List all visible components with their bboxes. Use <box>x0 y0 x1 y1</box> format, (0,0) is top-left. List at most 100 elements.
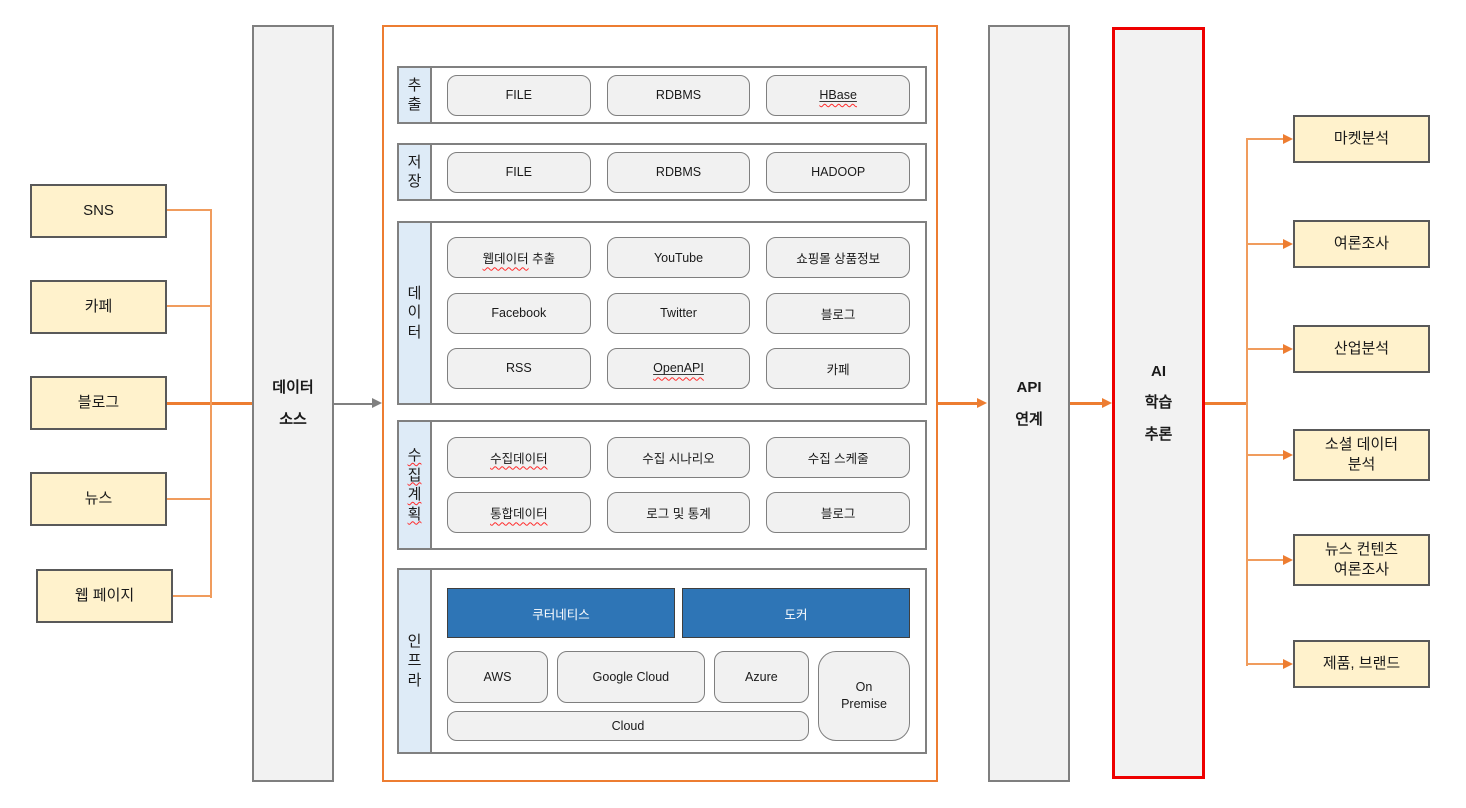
section-collection-plan: 수 집 계 획 수집데이터 수집 시나리오 수집 스케줄 통합데이터 로그 및 … <box>397 420 927 550</box>
chip-shopping-product-info: 쇼핑몰 상품정보 <box>766 237 911 279</box>
source-box-cafe: 카페 <box>30 280 167 334</box>
arrowhead-output-3 <box>1283 343 1293 354</box>
chip-label: 수집 스케줄 <box>807 451 869 466</box>
box-label: 쿠터네티스 <box>532 607 590 622</box>
connector-right-trunk <box>1246 138 1248 666</box>
arrowhead-output-1 <box>1283 133 1293 144</box>
arrow-line-api-ai <box>1070 402 1103 405</box>
chip-rdbms-extract: RDBMS <box>606 74 751 116</box>
section-label-extract: 추 출 <box>399 68 432 122</box>
chip-label: Google Cloud <box>592 670 670 684</box>
chip-label: On Premise <box>841 679 887 712</box>
chip-label: 수집데이터 <box>490 451 548 466</box>
section-extract: 추 출 FILE RDBMS HBase <box>397 66 927 124</box>
section-label-infra: 인 프 라 <box>399 570 432 752</box>
chip-rdbms-store: RDBMS <box>606 151 751 193</box>
section-label-collection-plan: 수 집 계 획 <box>399 422 432 548</box>
chip-cafe-data: 카페 <box>766 347 911 389</box>
arrowhead-output-2 <box>1283 238 1293 249</box>
chip-label: AWS <box>483 670 512 684</box>
connector-output-6 <box>1248 663 1283 665</box>
chip-file-store: FILE <box>447 151 591 193</box>
chip-label: RDBMS <box>655 88 702 102</box>
chip-label: FILE <box>505 88 533 102</box>
arrowhead-output-4 <box>1283 449 1293 460</box>
arrowhead-output-5 <box>1283 554 1293 565</box>
arrow-line-datasource-pipeline <box>334 402 374 405</box>
chip-label: RDBMS <box>655 165 702 179</box>
connector-cafe <box>167 305 211 307</box>
chip-label: Cloud <box>611 719 645 733</box>
box-kubernetes: 쿠터네티스 <box>447 588 675 638</box>
box-docker: 도커 <box>682 588 910 638</box>
arrow-line-pipeline-api <box>938 402 978 405</box>
output-product-brand: 제품, 브랜드 <box>1293 640 1430 688</box>
box-label: 도커 <box>784 607 808 622</box>
section-label-data: 데 이 터 <box>399 223 432 403</box>
output-industry-analysis: 산업분석 <box>1293 325 1430 373</box>
chip-label: Twitter <box>660 306 697 320</box>
chip-label: Facebook <box>491 306 547 320</box>
chip-collect-data: 수집데이터 <box>447 436 591 478</box>
chip-facebook: Facebook <box>447 292 591 334</box>
chip-label: Azure <box>745 670 778 684</box>
chip-google-cloud: Google Cloud <box>557 651 705 703</box>
chip-web-data-extract: 웹데이터 추출 <box>447 237 591 279</box>
chip-label: YouTube <box>653 250 704 265</box>
chip-label: FILE <box>505 165 533 179</box>
chip-label: HADOOP <box>811 165 866 179</box>
chip-collect-scenario: 수집 시나리오 <box>606 436 751 478</box>
section-data: 데 이 터 웹데이터 추출 YouTube 쇼핑몰 상품정보 Facebook … <box>397 221 927 405</box>
source-box-sns: SNS <box>30 184 167 238</box>
output-market-analysis: 마켓분석 <box>1293 115 1430 163</box>
connector-output-1 <box>1248 138 1283 140</box>
connector-output-4 <box>1248 454 1283 456</box>
arrowhead-api-ai <box>1102 398 1112 408</box>
chip-file-extract: FILE <box>447 74 591 116</box>
chip-log-stats: 로그 및 통계 <box>606 492 751 534</box>
chip-twitter: Twitter <box>606 292 751 334</box>
chip-collect-schedule: 수집 스케줄 <box>766 436 911 478</box>
pillar-data-source: 데이터 소스 <box>252 25 334 782</box>
chip-azure: Azure <box>713 651 809 703</box>
section-store: 저 장 FILE RDBMS HADOOP <box>397 143 927 201</box>
connector-output-5 <box>1248 559 1283 561</box>
chip-label: 블로그 <box>820 307 856 322</box>
chip-label: 블로그 <box>820 507 856 522</box>
section-infra: 인 프 라 쿠터네티스 도커 AWS Google Cloud Azure Cl… <box>397 568 927 754</box>
output-opinion-poll: 여론조사 <box>1293 220 1430 268</box>
arrowhead-pipeline-api <box>977 398 987 408</box>
section-label-store: 저 장 <box>399 145 432 199</box>
chip-on-premise: On Premise <box>818 651 910 741</box>
output-social-data-analysis: 소셜 데이터 분석 <box>1293 429 1430 481</box>
chip-youtube: YouTube <box>606 237 751 279</box>
chip-blog-data: 블로그 <box>766 292 911 334</box>
connector-ai-trunk <box>1205 402 1248 405</box>
source-box-news: 뉴스 <box>30 472 167 526</box>
connector-webpage <box>173 595 211 597</box>
pillar-api-link: API 연계 <box>988 25 1070 782</box>
chip-label: OpenAPI <box>653 361 704 376</box>
connector-news <box>167 498 211 500</box>
arrowhead-output-6 <box>1283 658 1293 669</box>
chip-label: 로그 및 통계 <box>646 507 711 522</box>
chip-label: 통합데이터 <box>490 507 548 522</box>
connector-output-3 <box>1248 348 1283 350</box>
chip-label: RSS <box>505 361 532 376</box>
chip-label: 수집 시나리오 <box>642 451 715 466</box>
chip-openapi: OpenAPI <box>606 347 751 389</box>
output-news-content-poll: 뉴스 컨텐츠 여론조사 <box>1293 534 1430 586</box>
chip-hadoop: HADOOP <box>766 151 911 193</box>
chip-label: 쇼핑몰 상품정보 <box>796 252 881 267</box>
connector-blog-main <box>167 402 252 405</box>
pillar-ai-learning-inference: AI 학습 추론 <box>1112 27 1205 779</box>
connector-left-trunk <box>210 209 212 598</box>
arrowhead-datasource-pipeline <box>372 398 382 408</box>
chip-label: 카페 <box>826 362 850 377</box>
chip-integrated-data: 통합데이터 <box>447 492 591 534</box>
chip-aws: AWS <box>447 651 549 703</box>
chip-label: HBase <box>819 88 857 102</box>
chip-hbase: HBase <box>766 74 911 116</box>
connector-sns <box>167 209 211 211</box>
